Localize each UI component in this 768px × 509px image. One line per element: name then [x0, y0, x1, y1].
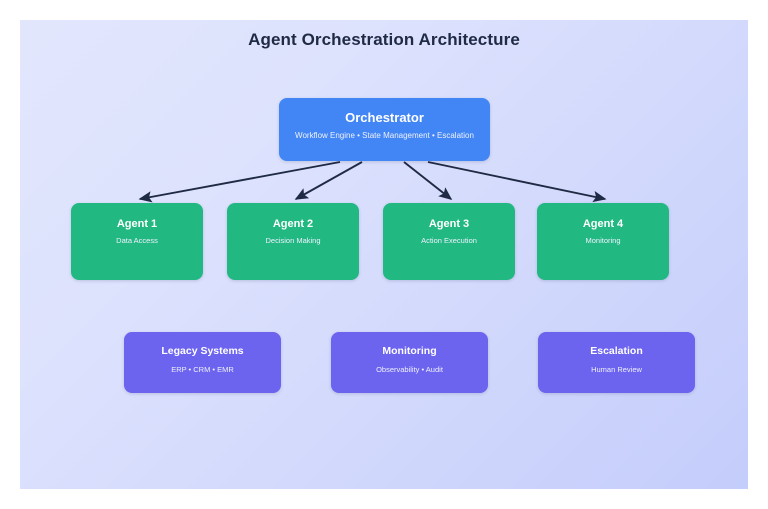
node-agent-2-title: Agent 2 — [272, 218, 314, 230]
node-escalation[interactable]: Escalation Human Review — [538, 332, 695, 393]
node-orchestrator-subtitle: Workflow Engine • State Management • Esc… — [295, 131, 474, 141]
node-agent-4-subtitle: Monitoring — [585, 236, 621, 246]
node-agent-2-subtitle: Decision Making — [265, 236, 321, 246]
node-escalation-subtitle: Human Review — [591, 364, 642, 374]
node-agent-3-subtitle: Action Execution — [421, 236, 477, 246]
node-agent-3[interactable]: Agent 3 Action Execution — [383, 203, 515, 280]
node-monitoring-subtitle: Observability • Audit — [376, 364, 443, 374]
node-agent-2[interactable]: Agent 2 Decision Making — [227, 203, 359, 280]
node-orchestrator[interactable]: Orchestrator Workflow Engine • State Man… — [279, 98, 490, 161]
node-monitoring[interactable]: Monitoring Observability • Audit — [331, 332, 488, 393]
node-monitoring-title: Monitoring — [382, 345, 437, 357]
node-escalation-title: Escalation — [590, 345, 643, 357]
node-agent-1-subtitle: Data Access — [116, 236, 158, 246]
node-legacy-systems[interactable]: Legacy Systems ERP • CRM • EMR — [124, 332, 281, 393]
node-agent-1-title: Agent 1 — [116, 218, 158, 230]
node-legacy-systems-title: Legacy Systems — [161, 345, 244, 357]
node-agent-1[interactable]: Agent 1 Data Access — [71, 203, 203, 280]
node-legacy-systems-subtitle: ERP • CRM • EMR — [171, 364, 234, 374]
node-orchestrator-title: Orchestrator — [345, 110, 424, 125]
node-agent-4-title: Agent 4 — [582, 218, 624, 230]
page-title: Agent Orchestration Architecture — [248, 30, 520, 49]
node-agent-3-title: Agent 3 — [428, 218, 470, 230]
node-agent-4[interactable]: Agent 4 Monitoring — [537, 203, 669, 280]
